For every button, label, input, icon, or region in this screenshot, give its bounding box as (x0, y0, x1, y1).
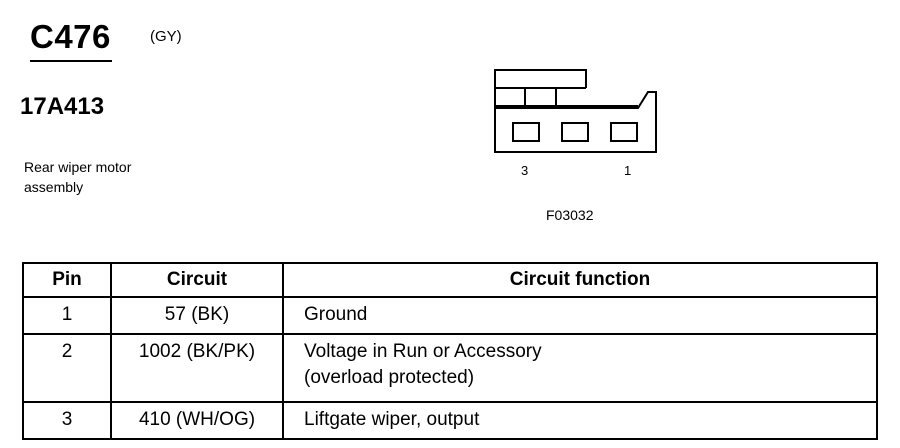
function-line-1: Ground (304, 304, 368, 325)
table-header-row: Pin Circuit Circuit function (22, 262, 878, 298)
cell-circuit-function: Liftgate wiper, output (282, 401, 878, 440)
header-pin: Pin (22, 262, 112, 298)
cell-circuit: 57 (BK) (110, 296, 284, 335)
cell-circuit-function: Voltage in Run or Accessory (overload pr… (282, 333, 878, 403)
connector-latch (494, 69, 587, 88)
cell-circuit: 410 (WH/OG) (110, 401, 284, 440)
component-description-line-1: Rear wiper motor (24, 159, 132, 175)
cell-pin: 3 (22, 401, 112, 440)
pin-table: Pin Circuit Circuit function 1 57 (BK) G… (22, 262, 878, 440)
table-row: 1 57 (BK) Ground (22, 296, 878, 335)
function-line-1: Liftgate wiper, output (304, 409, 480, 430)
pin-cavity-1 (610, 122, 638, 142)
cell-circuit: 1002 (BK/PK) (110, 333, 284, 403)
connector-id-underline (30, 60, 112, 62)
component-description: Rear wiper motor assembly (24, 157, 194, 197)
pin-label-1: 1 (624, 163, 632, 178)
table-row: 2 1002 (BK/PK) Voltage in Run or Accesso… (22, 333, 878, 403)
component-description-line-2: assembly (24, 179, 84, 195)
connector-color: (GY) (150, 28, 182, 45)
header-circuit: Circuit (110, 262, 284, 298)
part-number: 17A413 (20, 93, 105, 120)
figure-code: F03032 (546, 207, 594, 223)
connector-id: C476 (30, 18, 111, 55)
pin-cavity-2 (561, 122, 589, 142)
cell-pin: 1 (22, 296, 112, 335)
connector-housing (494, 88, 657, 153)
cell-circuit-function: Ground (282, 296, 878, 335)
function-line-1: Voltage in Run or Accessory (304, 341, 542, 362)
header-circuit-function: Circuit function (282, 262, 878, 298)
connector-face-drawing (494, 69, 657, 153)
table-row: 3 410 (WH/OG) Liftgate wiper, output (22, 401, 878, 440)
cell-pin: 2 (22, 333, 112, 403)
function-line-2: (overload protected) (304, 367, 475, 388)
pin-label-3: 3 (521, 163, 529, 178)
pin-cavity-3 (512, 122, 540, 142)
